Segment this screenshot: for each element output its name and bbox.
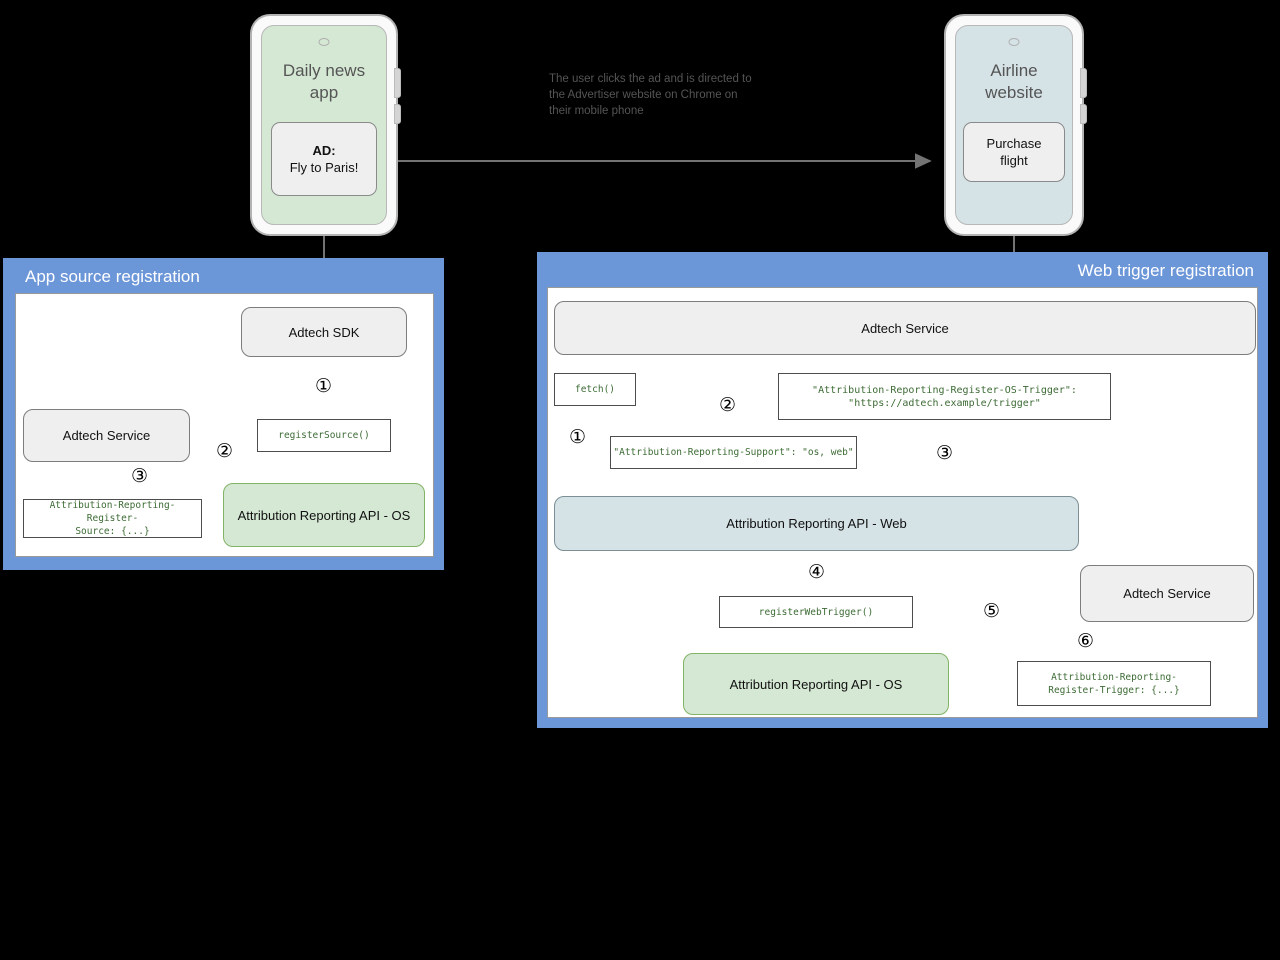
code-register-trigger-line-1: Attribution-Reporting- bbox=[1051, 671, 1177, 683]
phone-right-title-line-1: Airline bbox=[990, 61, 1038, 80]
step-number-3-right: ③ bbox=[936, 442, 954, 464]
phone-screen-right: Airline website Purchase flight bbox=[955, 25, 1073, 225]
node-attribution-api-os-right[interactable]: Attribution Reporting API - OS bbox=[683, 653, 949, 715]
phone-side-button-lower-right[interactable] bbox=[1080, 104, 1087, 124]
phone-left-title-line-1: Daily news bbox=[282, 61, 366, 80]
node-adtech-service-top-right-label: Adtech Service bbox=[861, 320, 949, 336]
purchase-flight-line-2: flight bbox=[1000, 153, 1028, 168]
phone-screen-left: Daily news app AD: Fly to Paris! bbox=[261, 25, 387, 225]
phone-airline-website: Airline website Purchase flight bbox=[944, 14, 1087, 236]
node-adtech-service-left[interactable]: Adtech Service bbox=[23, 409, 190, 462]
caption-line-2: the Advertiser website on Chrome on bbox=[549, 89, 738, 101]
node-adtech-service-bottom-right-label: Adtech Service bbox=[1123, 586, 1211, 601]
step-number-4-right: ④ bbox=[808, 561, 826, 583]
node-adtech-service-top-right[interactable]: Adtech Service bbox=[554, 301, 1256, 355]
phone-left-title: Daily news app bbox=[283, 60, 365, 104]
code-attribution-reporting-support-text: "Attribution-Reporting-Support": "os, we… bbox=[613, 447, 854, 458]
code-register-web-trigger-text: registerWebTrigger() bbox=[758, 606, 874, 618]
step-number-5-right: ⑤ bbox=[983, 600, 1001, 622]
code-register-web-trigger: registerWebTrigger() bbox=[719, 596, 913, 628]
code-register-os-trigger-line-2: "https://adtech.example/trigger" bbox=[848, 397, 1041, 409]
step-number-2-right: ② bbox=[719, 394, 737, 416]
phone-daily-news-app: Daily news app AD: Fly to Paris! bbox=[250, 14, 401, 236]
node-adtech-sdk-label: Adtech SDK bbox=[288, 324, 360, 340]
node-attribution-api-web[interactable]: Attribution Reporting API - Web bbox=[554, 496, 1079, 551]
code-header-register-source-line-2: Source: {...} bbox=[75, 526, 150, 537]
step-number-1-right: ① bbox=[569, 426, 587, 448]
phone-right-title: Airline website bbox=[985, 60, 1043, 104]
code-register-source-text: registerSource() bbox=[278, 430, 370, 441]
node-adtech-sdk[interactable]: Adtech SDK bbox=[241, 307, 407, 357]
caption-text: The user clicks the ad and is directed t… bbox=[549, 71, 799, 119]
caption-line-3: their mobile phone bbox=[549, 105, 644, 117]
panel-right-title: Web trigger registration bbox=[1077, 261, 1254, 280]
purchase-flight-line-1: Purchase bbox=[986, 136, 1042, 151]
purchase-flight-card[interactable]: Purchase flight bbox=[963, 122, 1065, 182]
code-register-trigger: Attribution-Reporting- Register-Trigger:… bbox=[1017, 661, 1211, 706]
ad-card-fly-to-paris[interactable]: AD: Fly to Paris! bbox=[271, 122, 377, 196]
camera-icon bbox=[318, 38, 330, 46]
code-header-register-source-line-1: Attribution-Reporting-Register- bbox=[49, 500, 176, 524]
code-register-source: registerSource() bbox=[257, 419, 391, 452]
phone-side-button-upper[interactable] bbox=[394, 68, 401, 98]
phone-right-title-line-2: website bbox=[985, 83, 1043, 102]
node-adtech-service-left-label: Adtech Service bbox=[62, 428, 151, 443]
code-fetch-text: fetch() bbox=[574, 384, 616, 395]
step-number-6-right: ⑥ bbox=[1077, 630, 1095, 652]
code-attribution-reporting-support: "Attribution-Reporting-Support": "os, we… bbox=[610, 436, 857, 469]
ad-card-label: AD: bbox=[312, 143, 336, 158]
phone-left-title-line-2: app bbox=[309, 83, 339, 102]
camera-icon-right bbox=[1008, 38, 1020, 46]
node-attribution-api-os-right-label: Attribution Reporting API - OS bbox=[729, 676, 903, 692]
node-attribution-api-os-left-label: Attribution Reporting API - OS bbox=[237, 507, 411, 523]
step-number-1-left: ① bbox=[315, 375, 333, 397]
code-register-trigger-line-2: Register-Trigger: {...} bbox=[1048, 684, 1180, 696]
phone-side-button-upper-right[interactable] bbox=[1080, 68, 1087, 98]
step-number-3-left: ③ bbox=[131, 465, 149, 487]
step-number-2-left: ② bbox=[216, 440, 234, 462]
code-fetch: fetch() bbox=[554, 373, 636, 406]
node-attribution-api-os-left[interactable]: Attribution Reporting API - OS bbox=[223, 483, 425, 547]
panel-left-title: App source registration bbox=[25, 267, 200, 286]
caption-line-1: The user clicks the ad and is directed t… bbox=[549, 73, 752, 85]
code-header-register-source: Attribution-Reporting-Register- Source: … bbox=[23, 499, 202, 538]
code-register-os-trigger: "Attribution-Reporting-Register-OS-Trigg… bbox=[778, 373, 1111, 420]
ad-card-text: Fly to Paris! bbox=[289, 160, 359, 175]
phone-side-button-lower[interactable] bbox=[394, 104, 401, 124]
code-register-os-trigger-line-1: "Attribution-Reporting-Register-OS-Trigg… bbox=[812, 384, 1077, 396]
node-adtech-service-bottom-right[interactable]: Adtech Service bbox=[1080, 565, 1254, 622]
node-attribution-api-web-label: Attribution Reporting API - Web bbox=[726, 516, 907, 531]
